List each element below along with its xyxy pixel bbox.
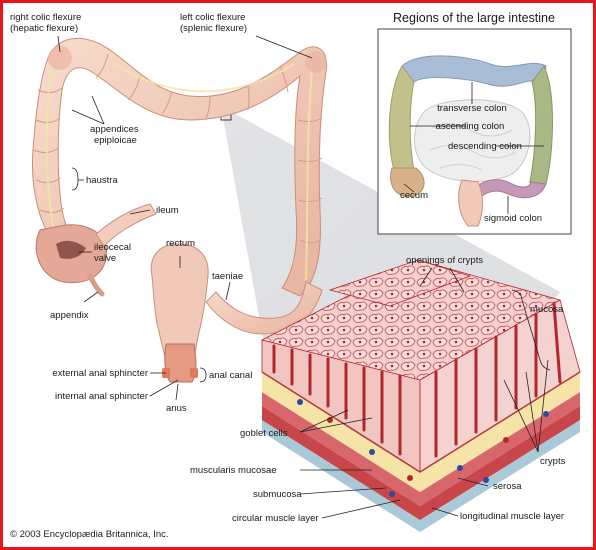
label-splenic-flexure: (splenic flexure): [180, 23, 247, 34]
inset-rectum: [458, 179, 483, 227]
label-valve: valve: [94, 253, 116, 264]
taenia-coli-strip: [45, 59, 313, 281]
label-mucosa: mucosa: [530, 304, 564, 315]
label-ileum: ileum: [156, 205, 179, 216]
label-anus: anus: [166, 403, 187, 414]
inset-intestine-loops: [429, 123, 517, 171]
submucosa-layer: [262, 372, 580, 492]
label-taeniae: taeniae: [212, 271, 243, 282]
inset-label-cecum: cecum: [400, 190, 428, 201]
label-serosa: serosa: [493, 481, 522, 492]
inset-label-transverse-colon: transverse colon: [437, 103, 507, 114]
crypts-right: [434, 302, 562, 458]
inset-title: Regions of the large intestine: [393, 11, 555, 25]
tissue-cross-section: [260, 259, 581, 532]
label-epiploicae: epiploicae: [94, 135, 137, 146]
tissue-labels: openings of crypts mucosa goblet cells c…: [190, 255, 566, 524]
label-crypts: crypts: [540, 456, 566, 467]
label-submucosa: submucosa: [253, 489, 302, 500]
label-openings-of-crypts: openings of crypts: [406, 255, 483, 266]
internal-sphincter-shape: [190, 368, 198, 378]
label-muscularis-mucosae: muscularis mucosae: [190, 465, 277, 476]
inset-label-ascending-colon: ascending colon: [436, 121, 505, 132]
svg-text:left colic flexure(splenic fle: left colic flexure(splenic flexure): [180, 12, 247, 34]
inset-cecum: [390, 167, 425, 198]
label-goblet-cells: goblet cells: [240, 428, 288, 439]
svg-text:right colic flexure(hepatic fl: right colic flexure(hepatic flexure): [10, 12, 81, 34]
hepatic-flexure-shape: [48, 46, 72, 70]
ileum-shape: [95, 203, 157, 247]
splenic-flexure-shape: [305, 51, 327, 73]
inset-label-sigmoid-colon: sigmoid colon: [484, 213, 542, 224]
inset-small-intestine: [413, 99, 531, 182]
label-external-anal-sphincter: external anal sphincter: [52, 368, 148, 379]
label-right-colic-flexure: right colic flexure: [10, 12, 81, 23]
label-appendix: appendix: [50, 310, 89, 321]
inset-label-descending-colon: descending colon: [448, 141, 522, 152]
mucosa-ridge: [328, 259, 472, 307]
leader-lines: [57, 35, 551, 519]
ileocecal-valve-shape: [56, 240, 86, 259]
colon-body: [32, 37, 328, 297]
label-rectum: rectum: [166, 238, 195, 249]
appendix-shape: [87, 273, 105, 297]
muscularis-mucosae-line: [261, 371, 581, 473]
label-appendices: appendices: [90, 124, 139, 135]
large-intestine-illustration: Regions of the large intestine transvers…: [10, 11, 581, 540]
label-hepatic-flexure: (hepatic flexure): [10, 23, 78, 34]
anal-canal-shape: [164, 343, 197, 383]
label-anal-canal: anal canal: [209, 370, 252, 381]
label-longitudinal-muscle-layer: longitudinal muscle layer: [460, 511, 564, 522]
label-internal-anal-sphincter: internal anal sphincter: [55, 391, 148, 402]
label-left-colic-flexure: left colic flexure: [180, 12, 245, 23]
inset-panel: Regions of the large intestine transvers…: [377, 11, 572, 235]
haustra-folds: [33, 53, 323, 244]
copyright-notice: © 2003 Encyclopædia Britannica, Inc.: [10, 529, 169, 540]
rectum-shape: [150, 243, 209, 373]
label-ileocecal: ileocecal: [94, 242, 131, 253]
label-haustra: haustra: [86, 175, 118, 186]
colon-labels: right colic flexure(hepatic flexure) lef…: [10, 12, 252, 414]
label-circular-muscle-layer: circular muscle layer: [232, 513, 319, 524]
